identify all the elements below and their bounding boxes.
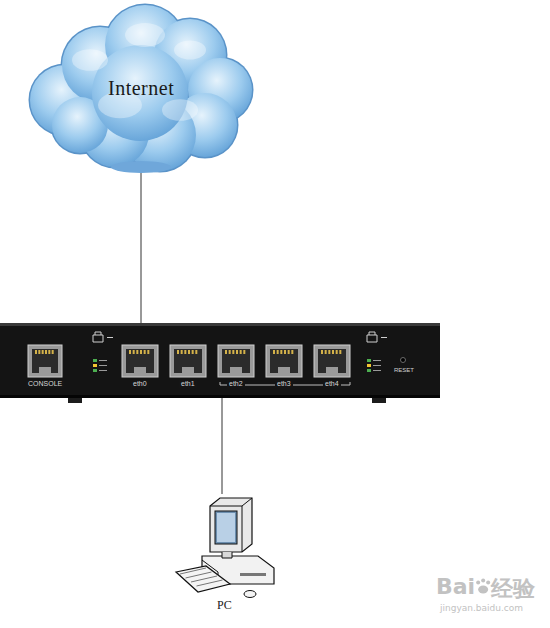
port-label: CONSOLE [26,380,64,388]
router-device: CONSOLE eth0 eth1 eth2 eth3 eth4 [0,323,440,398]
port-label: eth4 [323,380,341,388]
button-label: RESET [394,367,414,374]
network-cable [222,398,223,494]
cloud-label: Internet [108,77,174,100]
pc-label: PC [217,598,232,613]
internet-cloud: Internet [20,5,252,173]
watermark: 经验 [491,574,535,604]
watermark: Bai [436,574,475,599]
port-label: eth1 [179,380,197,388]
watermark: jingyan.baidu.com [440,603,523,613]
pc-icon-outline [170,494,282,616]
port-label: eth3 [275,380,293,388]
pc-icon: PC [170,494,282,616]
port-label: eth0 [131,380,149,388]
port-label: eth2 [227,380,245,388]
router-device-outline [0,323,440,398]
network-cable [141,173,142,323]
